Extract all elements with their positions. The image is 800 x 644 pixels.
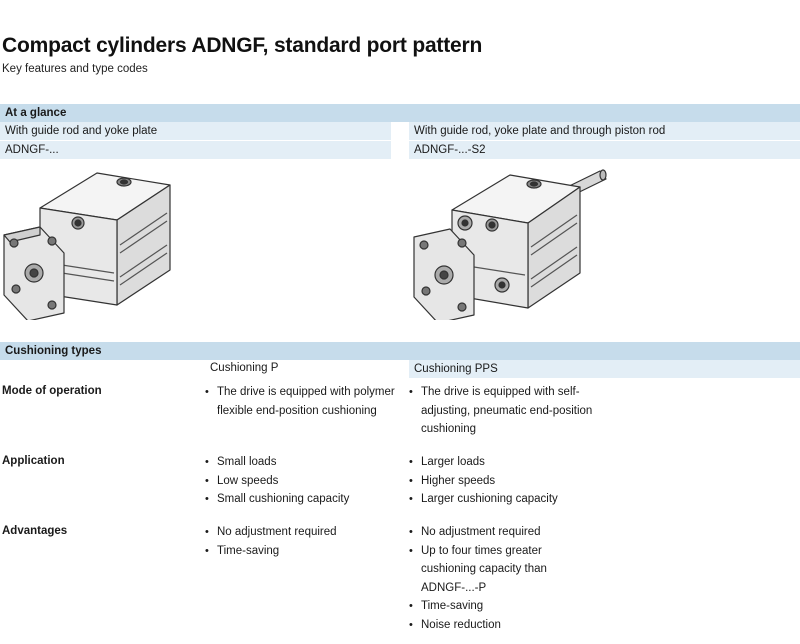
section-header-at-a-glance: At a glance [0,104,800,122]
section-header-cushioning-types: Cushioning types [0,342,800,360]
right-caption: With guide rod, yoke plate and through p… [409,122,800,140]
list-item: No adjustment required [409,523,599,542]
mode-of-operation-p-list: The drive is equipped with polymer flexi… [205,383,395,420]
advantages-pps-list: No adjustment required Up to four times … [409,523,599,634]
mode-of-operation-pps-list: The drive is equipped with self-adjustin… [409,383,599,439]
list-item: Noise reduction [409,616,599,635]
right-type-code: ADNGF-...-S2 [409,141,800,159]
list-item: Higher speeds [409,472,599,491]
column-header-cushioning-p: Cushioning P [210,362,279,374]
application-pps-list: Larger loads Higher speeds Larger cushio… [409,453,599,509]
list-item: The drive is equipped with self-adjustin… [409,383,599,439]
cylinder-adngf-image [2,165,177,322]
list-item: Small loads [205,453,395,472]
row-label-advantages: Advantages [2,525,68,537]
row-label-mode-of-operation: Mode of operation [2,385,102,397]
column-header-cushioning-pps: Cushioning PPS [409,360,800,378]
list-item: Time-saving [409,597,599,616]
list-item: Low speeds [205,472,395,491]
row-label-application: Application [2,455,65,467]
advantages-p-list: No adjustment required Time-saving [205,523,395,560]
page-subtitle: Key features and type codes [2,63,148,75]
list-item: Larger loads [409,453,599,472]
page-title: Compact cylinders ADNGF, standard port p… [2,34,483,57]
list-item: Time-saving [205,542,395,561]
list-item: Larger cushioning capacity [409,490,599,509]
application-p-list: Small loads Low speeds Small cushioning … [205,453,395,509]
list-item: Up to four times greater cushioning capa… [409,542,599,598]
left-caption: With guide rod and yoke plate [0,122,391,140]
list-item: Small cushioning capacity [205,490,395,509]
list-item: No adjustment required [205,523,395,542]
cylinder-adngf-s2-image [410,165,610,324]
left-type-code: ADNGF-... [0,141,391,159]
list-item: The drive is equipped with polymer flexi… [205,383,395,420]
